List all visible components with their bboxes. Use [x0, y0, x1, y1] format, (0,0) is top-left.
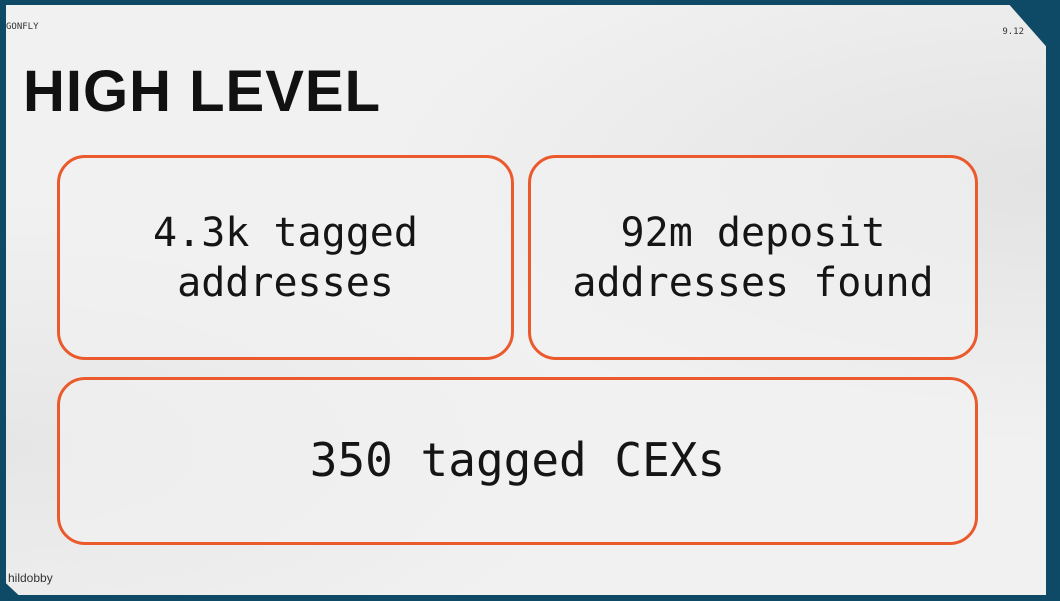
stat-text-tagged-addresses: 4.3k tagged addresses [153, 209, 418, 306]
corner-left-label: GONFLY [6, 22, 39, 32]
stat-box-tagged-addresses: 4.3k tagged addresses [57, 155, 514, 360]
corner-right-label: 9.12 [1002, 27, 1024, 37]
stat-box-tagged-cexs: 350 tagged CEXs [57, 377, 978, 545]
stat-text-tagged-cexs: 350 tagged CEXs [309, 433, 726, 488]
stat-box-deposit-addresses: 92m deposit addresses found [528, 155, 978, 360]
stat-text-deposit-addresses: 92m deposit addresses found [572, 209, 934, 306]
presenter-handle: hildobby [8, 571, 53, 585]
slide: GONFLY 9.12 HIGH LEVEL 4.3k tagged addre… [6, 5, 1046, 595]
slide-title: HIGH LEVEL [23, 59, 382, 124]
